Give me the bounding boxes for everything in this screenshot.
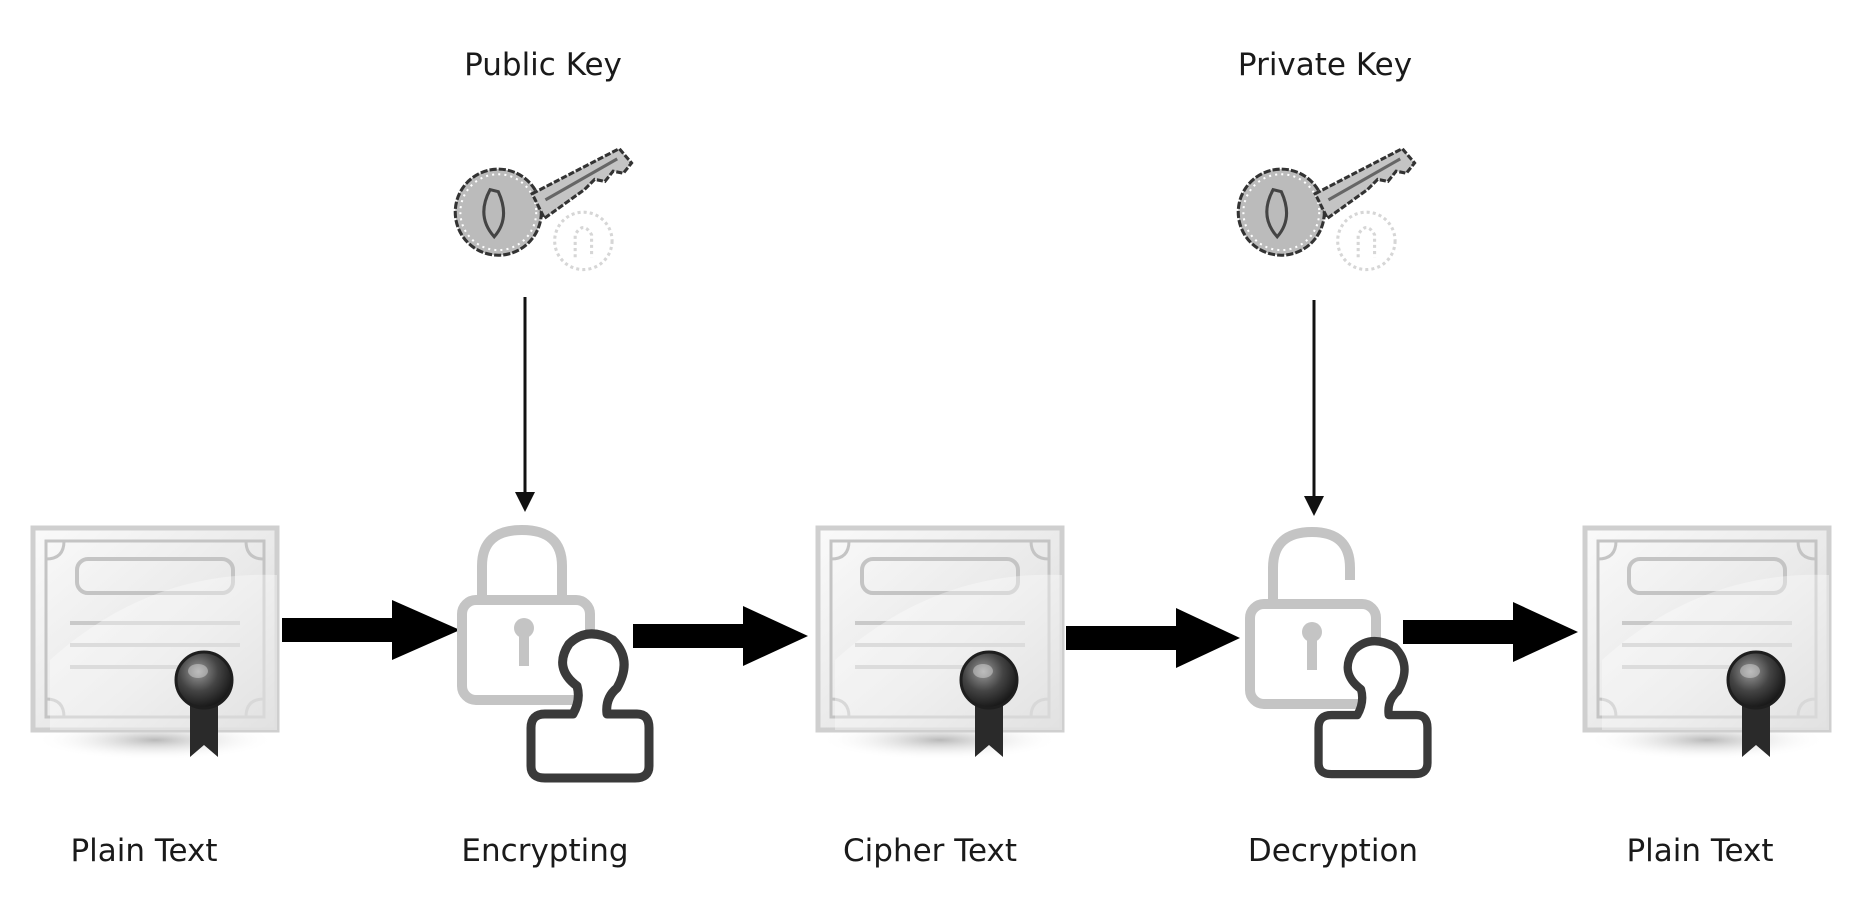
cipher-text-label: Cipher Text <box>843 833 1017 869</box>
encrypting-label: Encrypting <box>461 833 629 869</box>
flow-arrow-3 <box>1066 608 1240 668</box>
cipher-text-certificate-icon <box>818 528 1062 760</box>
flow-arrow-1 <box>282 600 460 660</box>
public-key-icon <box>453 147 634 272</box>
plain-text-label: Plain Text <box>70 833 218 869</box>
result-plain-text-certificate-icon <box>1585 528 1829 760</box>
private-key-icon <box>1236 147 1417 272</box>
result-plain-text-label: Plain Text <box>1626 833 1774 869</box>
private-key-label: Private Key <box>1237 47 1413 83</box>
flow-arrow-2 <box>633 606 808 666</box>
decryption-label: Decryption <box>1247 833 1419 869</box>
key-to-encrypt-arrow <box>515 297 535 512</box>
plain-text-certificate-icon <box>33 528 277 760</box>
key-to-decrypt-arrow <box>1304 300 1324 516</box>
flow-arrow-4 <box>1403 602 1578 662</box>
public-key-label: Public Key <box>464 47 622 83</box>
